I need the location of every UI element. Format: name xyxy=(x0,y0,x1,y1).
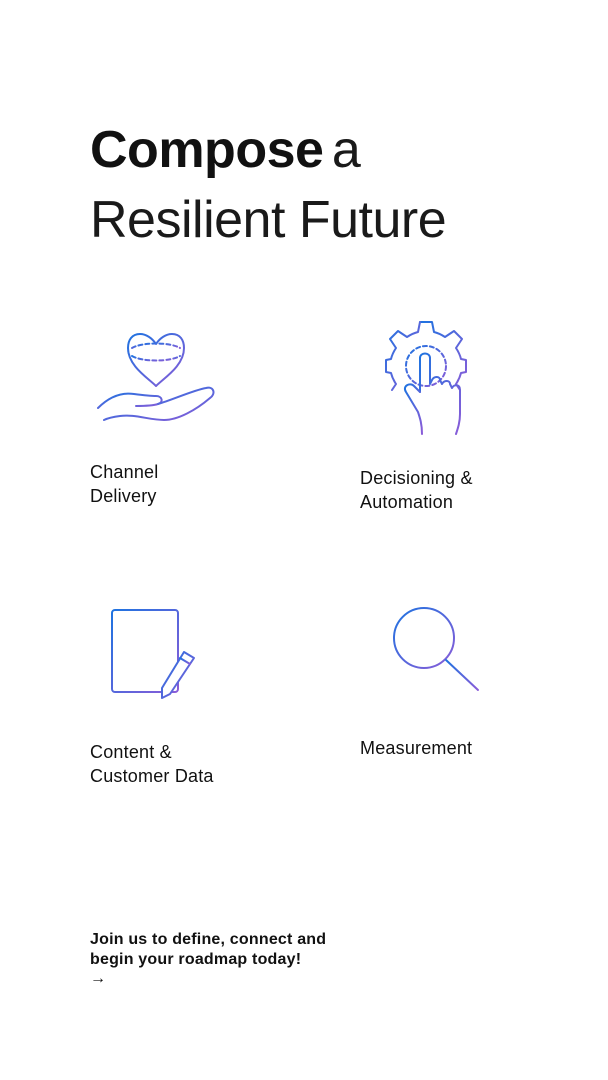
label-line-1: Content & xyxy=(90,742,172,762)
gear-touch-icon xyxy=(385,321,467,435)
feature-decisioning-automation: Decisioning & Automation xyxy=(360,318,560,514)
heart-in-hand-icon xyxy=(97,333,215,421)
label-line-1: Channel xyxy=(90,462,159,482)
label-line-1: Decisioning & xyxy=(360,468,473,488)
title-line-1: Compose a xyxy=(90,118,446,188)
label-line-2: Delivery xyxy=(90,486,157,506)
label-line-2: Automation xyxy=(360,492,454,512)
label-line-1: Measurement xyxy=(360,738,473,758)
feature-measurement: Measurement xyxy=(360,606,560,760)
label-line-2: Customer Data xyxy=(90,766,214,786)
arrow-right-icon[interactable]: → xyxy=(90,970,107,987)
feature-channel-delivery: Channel Delivery xyxy=(90,320,290,508)
magnifier-chart-icon xyxy=(367,607,479,691)
document-pencil-icon xyxy=(111,609,195,699)
call-to-action[interactable]: Join us to define, connect and begin you… xyxy=(90,930,390,988)
title-bold-word: Compose xyxy=(90,121,324,179)
page-title: Compose a Resilient Future xyxy=(90,118,447,252)
feature-label: Decisioning & Automation xyxy=(360,466,560,514)
feature-label: Measurement xyxy=(360,736,560,760)
feature-label: Content & Customer Data xyxy=(90,740,290,788)
cta-line-1: Join us to define, connect and xyxy=(90,931,327,948)
feature-content-customer-data: Content & Customer Data xyxy=(90,606,290,788)
title-line-2: Resilient Future xyxy=(90,191,447,249)
cta-line-2: begin your roadmap today! xyxy=(90,951,302,968)
title-light-word: a xyxy=(331,121,361,179)
feature-label: Channel Delivery xyxy=(90,460,290,508)
